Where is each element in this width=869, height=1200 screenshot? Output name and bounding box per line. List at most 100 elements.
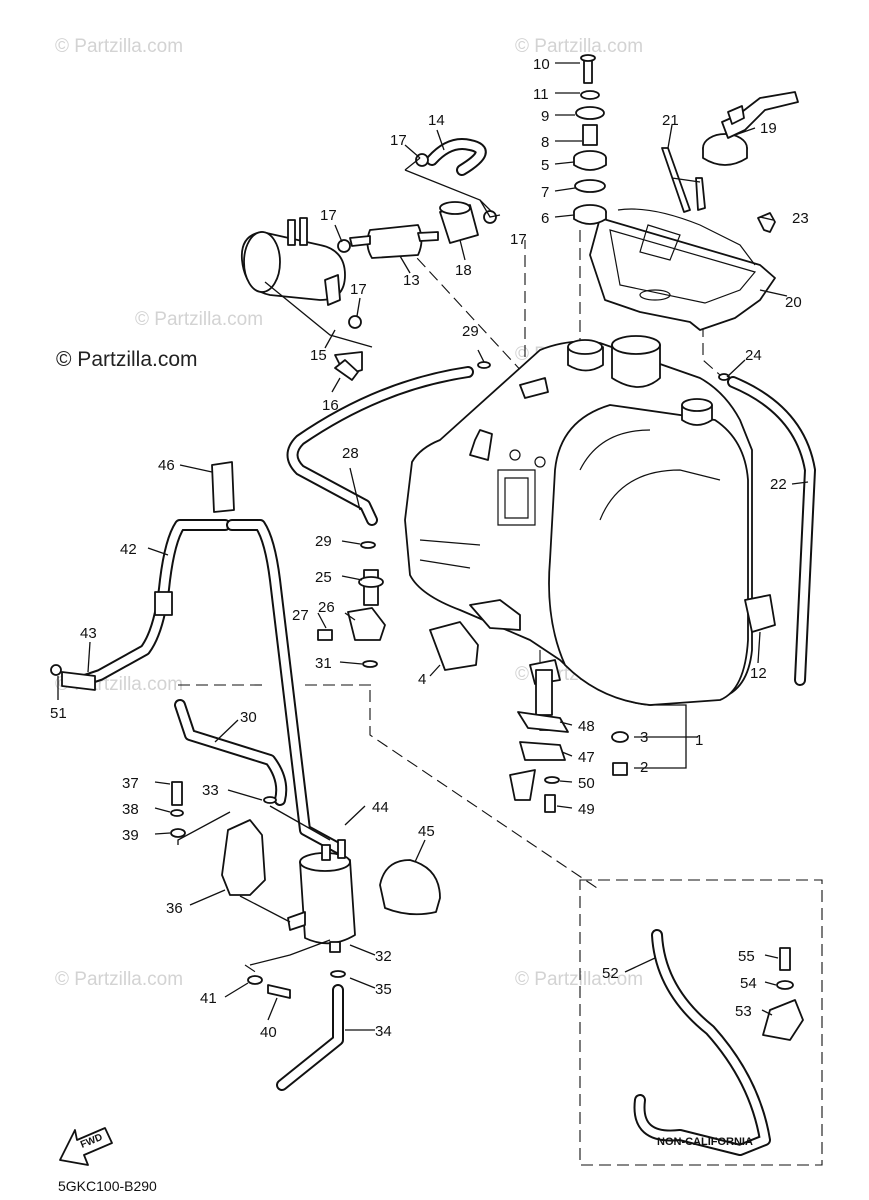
hose-part-30[interactable] (174, 699, 288, 806)
fitting-part-23[interactable] (757, 212, 776, 233)
callout-29: 29 (462, 323, 479, 340)
callout-15: 15 (310, 347, 327, 364)
cover-part-45[interactable] (379, 859, 441, 916)
callout-28: 28 (342, 445, 359, 462)
clip-part-12[interactable] (744, 594, 776, 633)
callout-13: 13 (403, 272, 420, 289)
callout-44: 44 (372, 799, 389, 816)
hose-part-34[interactable] (276, 984, 344, 1091)
callout-8: 8 (541, 134, 549, 151)
main-watermark: © Partzilla.com (56, 348, 198, 371)
callout-50: 50 (578, 775, 595, 792)
bolt-part-40[interactable] (267, 984, 291, 999)
watermark: © Partzilla.com (55, 969, 183, 990)
callout-11: 11 (533, 86, 549, 103)
clip-part-24[interactable] (718, 373, 730, 381)
callout-18: 18 (455, 262, 472, 279)
fuel-filter-32[interactable] (287, 839, 356, 953)
callout-17: 17 (510, 231, 527, 248)
fuel-cap-19[interactable] (702, 91, 799, 166)
callout-54: 54 (740, 975, 757, 992)
callout-7: 7 (541, 184, 549, 201)
callout-labels: 1 2 3 4 5 6 7 8 9 10 11 12 13 14 15 16 1… (50, 56, 809, 1041)
cushion-part-4[interactable] (429, 621, 479, 671)
clamp-part-53[interactable] (762, 999, 804, 1041)
leader-lines (57, 62, 809, 1031)
callout-10: 10 (533, 56, 550, 73)
callout-43: 43 (80, 625, 97, 642)
clips-part-17[interactable] (337, 153, 497, 329)
non-california-note: NON-CALIFORNIA (657, 1136, 753, 1148)
dashed-guide (404, 244, 526, 376)
callout-32: 32 (375, 948, 392, 965)
callout-25: 25 (315, 569, 332, 586)
callout-40: 40 (260, 1024, 277, 1041)
callout-20: 20 (785, 294, 802, 311)
callout-52: 52 (602, 965, 619, 982)
callout-39: 39 (122, 827, 139, 844)
callout-37: 37 (122, 775, 139, 792)
clip-part-35[interactable] (330, 970, 346, 978)
watermark: © Partzilla.com (515, 36, 643, 57)
non-california-box (579, 879, 823, 1166)
callout-29: 29 (315, 533, 332, 550)
callout-45: 45 (418, 823, 435, 840)
callout-2: 2 (640, 759, 648, 776)
callout-38: 38 (122, 801, 139, 818)
callout-51: 51 (50, 705, 67, 722)
callout-30: 30 (240, 709, 257, 726)
callout-33: 33 (202, 782, 219, 799)
callout-55: 55 (738, 948, 755, 965)
callout-17: 17 (390, 132, 407, 149)
clip-part-51[interactable] (50, 664, 62, 676)
watermark: © Partzilla.com (515, 969, 643, 990)
washer-part-54[interactable] (776, 980, 794, 990)
callout-19: 19 (760, 120, 777, 137)
callout-36: 36 (166, 900, 183, 917)
callout-17: 17 (320, 207, 337, 224)
tray-part-20[interactable] (589, 208, 776, 331)
dashed-guide (369, 690, 601, 891)
valve-assembly[interactable] (317, 361, 491, 668)
fuel-tank[interactable] (404, 335, 753, 731)
callout-26: 26 (318, 599, 335, 616)
hose-part-52[interactable] (633, 929, 771, 1156)
fitting-part-43[interactable] (61, 671, 96, 691)
callout-35: 35 (375, 981, 392, 998)
washer-part-3[interactable] (611, 731, 629, 743)
callout-21: 21 (662, 112, 679, 129)
callout-24: 24 (745, 347, 762, 364)
callout-34: 34 (375, 1023, 392, 1040)
bolt-part-2[interactable] (612, 762, 628, 776)
fuel-filter-13[interactable] (349, 224, 439, 259)
callout-1: 1 (695, 732, 703, 749)
reference-lines (178, 230, 823, 1166)
fastener-set-left[interactable] (170, 781, 186, 838)
callout-23: 23 (792, 210, 809, 227)
callout-22: 22 (770, 476, 787, 493)
clamp-part-16[interactable] (334, 359, 359, 381)
callout-12: 12 (750, 665, 767, 682)
callout-27: 27 (292, 607, 309, 624)
callout-41: 41 (200, 990, 217, 1007)
callout-14: 14 (428, 112, 445, 129)
bracket-part-36[interactable] (221, 819, 266, 896)
callout-6: 6 (541, 210, 549, 227)
callout-5: 5 (541, 157, 549, 174)
clip-part-46[interactable] (211, 461, 235, 513)
diagram-code: 5GKC100-B290 (58, 1178, 157, 1194)
callout-47: 47 (578, 749, 595, 766)
callout-48: 48 (578, 718, 595, 735)
clip-part-33[interactable] (263, 796, 277, 804)
mount-stack[interactable] (573, 54, 607, 225)
washer-part-41[interactable] (247, 975, 263, 985)
dashed-guide (702, 325, 721, 376)
callout-17: 17 (350, 281, 367, 298)
strap-part-21[interactable] (661, 147, 706, 213)
callout-31: 31 (315, 655, 332, 672)
sender-assembly[interactable] (509, 669, 569, 813)
callout-49: 49 (578, 801, 595, 818)
bolt-part-55[interactable] (779, 947, 791, 971)
sleeve (154, 591, 173, 616)
